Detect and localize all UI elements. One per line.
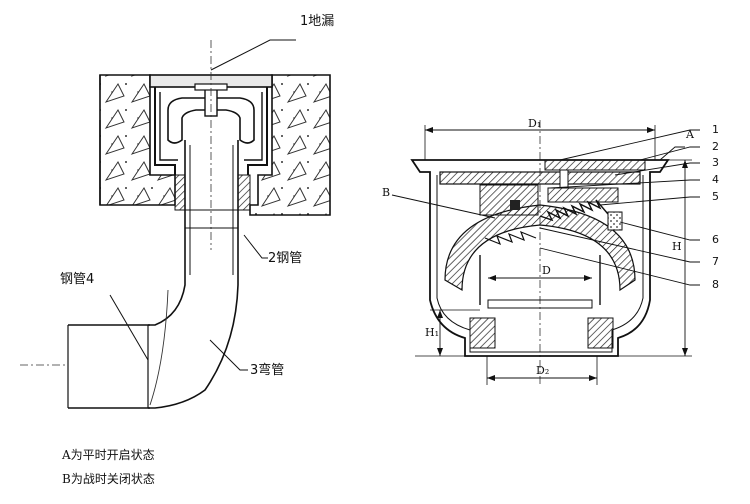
floor-drain-body [149, 40, 273, 250]
note-state-b: B为战时关闭状态 [62, 472, 155, 486]
callout-b: B [382, 186, 390, 199]
note-state-a: A为平时开启状态 [62, 448, 155, 462]
callout-8: 8 [712, 278, 719, 291]
label-elbow-3: 3弯管 [250, 362, 284, 378]
dim-h: H [672, 240, 682, 253]
steel-pipe-2 [174, 140, 251, 275]
dim-h1: H₁ [425, 326, 439, 339]
sealing-plate [479, 184, 539, 216]
callout-6: 6 [712, 233, 719, 246]
top-grate [439, 171, 641, 185]
right-assembly: D₁ D D₂ H H₁ [382, 117, 719, 385]
callout-1: 1 [712, 123, 719, 136]
label-floor-drain: 1地漏 [300, 13, 334, 29]
inner-bell [444, 204, 636, 292]
callout-5: 5 [712, 190, 719, 203]
label-steel-pipe-2: 2钢管 [268, 251, 302, 266]
callout-a: A [685, 128, 695, 141]
label-steel-pipe-4: 钢管4 [60, 272, 94, 287]
dim-d: D [542, 264, 551, 277]
concrete-slab-left [99, 74, 176, 206]
left-assembly: 1地漏 2钢管 钢管4 3弯管 [20, 13, 334, 409]
callout-4: 4 [712, 173, 719, 186]
dim-d1: D₁ [528, 117, 541, 130]
callout-3: 3 [712, 156, 719, 169]
callout-7: 7 [712, 255, 719, 268]
steel-pipe-4 [20, 324, 150, 409]
elbow-3 [147, 270, 239, 409]
callout-2: 2 [712, 140, 719, 153]
dim-d2: D₂ [536, 364, 549, 377]
spring [539, 199, 609, 222]
